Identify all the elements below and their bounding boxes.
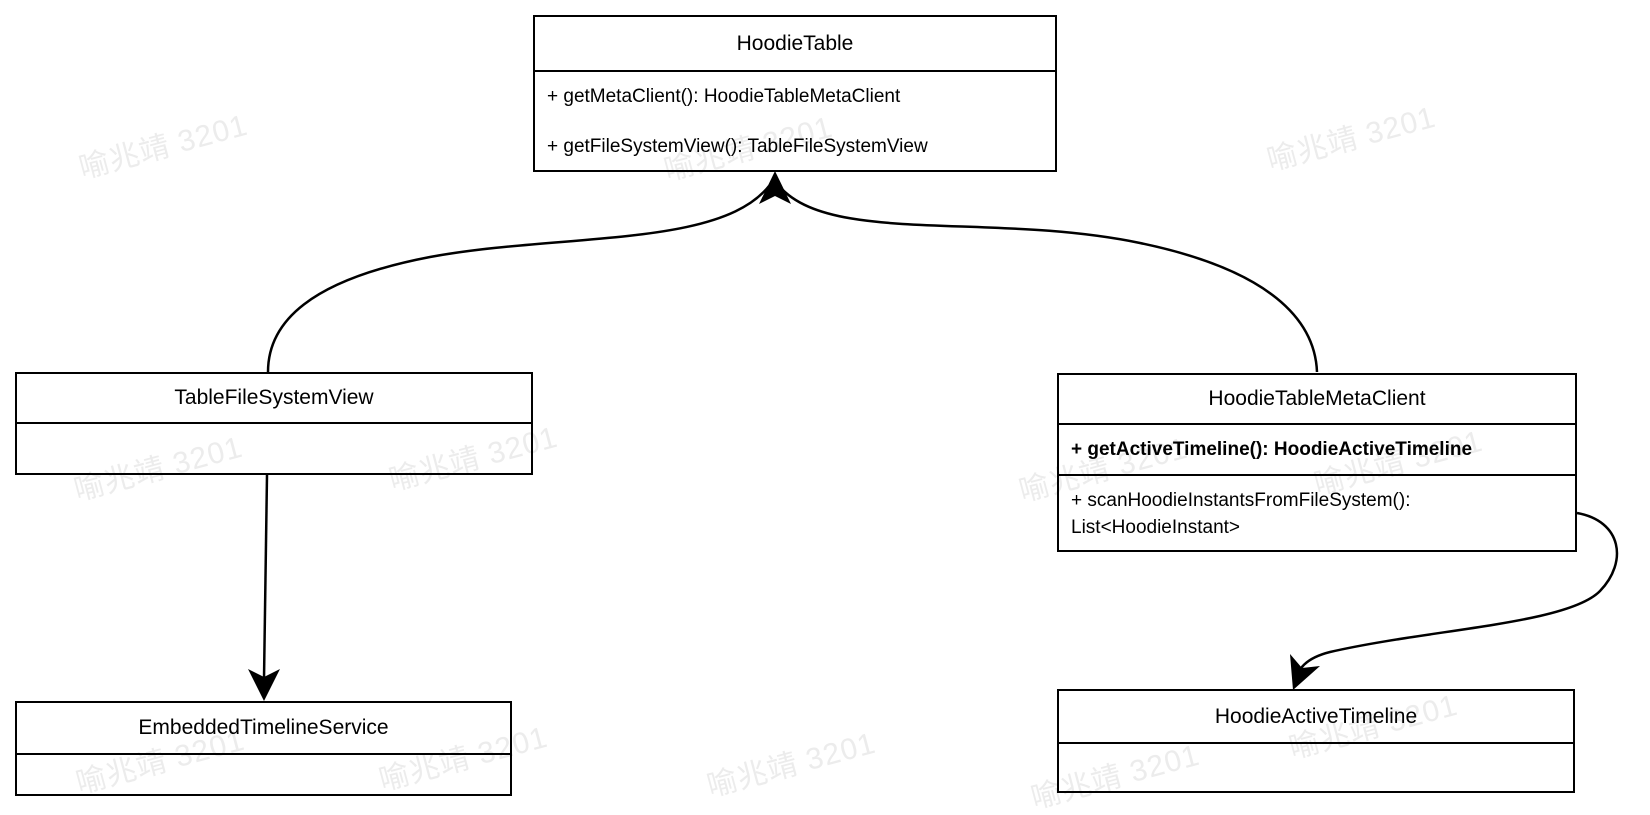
- arrowhead-to-embeddedtimelineservice-icon: [248, 669, 280, 701]
- class-hoodietable: HoodieTable + getMetaClient(): HoodieTab…: [533, 15, 1057, 172]
- arrowhead-to-hoodieactivetimeline-icon: [1290, 654, 1320, 690]
- methods-compartment: + getMetaClient(): HoodieTableMetaClient…: [535, 70, 1055, 170]
- arrowhead-to-hoodietable-icon: [759, 171, 791, 204]
- method-label: + getFileSystemView(): TableFileSystemVi…: [547, 136, 928, 157]
- empty-compartment: [1059, 742, 1573, 791]
- class-title: HoodieTableMetaClient: [1208, 387, 1426, 410]
- edge-tablefilesystemview-to-hoodietable: [266, 185, 770, 373]
- empty-compartment: [17, 753, 510, 794]
- empty-compartment: [17, 422, 531, 473]
- class-title: HoodieActiveTimeline: [1214, 704, 1418, 728]
- class-title: HoodieTable: [736, 31, 854, 55]
- class-tablefilesystemview: TableFileSystemView: [15, 372, 533, 475]
- class-embeddedtimelineservice: EmbeddedTimelineService: [15, 701, 512, 796]
- edge-hoodietablemetaclient-to-hoodieactivetimeline: [1292, 511, 1619, 685]
- method-label: + getActiveTimeline(): HoodieActiveTimel…: [1059, 423, 1575, 474]
- method-label: + scanHoodieInstantsFromFileSystem(): Li…: [1059, 474, 1575, 550]
- class-hoodieactivetimeline: HoodieActiveTimeline: [1057, 689, 1575, 793]
- class-hoodietablemetaclient: HoodieTableMetaClient + getActiveTimelin…: [1057, 373, 1577, 552]
- method-label: + getMetaClient(): HoodieTableMetaClient: [547, 86, 901, 107]
- class-title: TableFileSystemView: [174, 386, 374, 409]
- edge-tablefilesystemview-to-embeddedtimelineservice: [262, 474, 269, 680]
- class-title: EmbeddedTimelineService: [138, 716, 389, 739]
- edge-hoodietablemetaclient-to-hoodietable: [778, 185, 1319, 373]
